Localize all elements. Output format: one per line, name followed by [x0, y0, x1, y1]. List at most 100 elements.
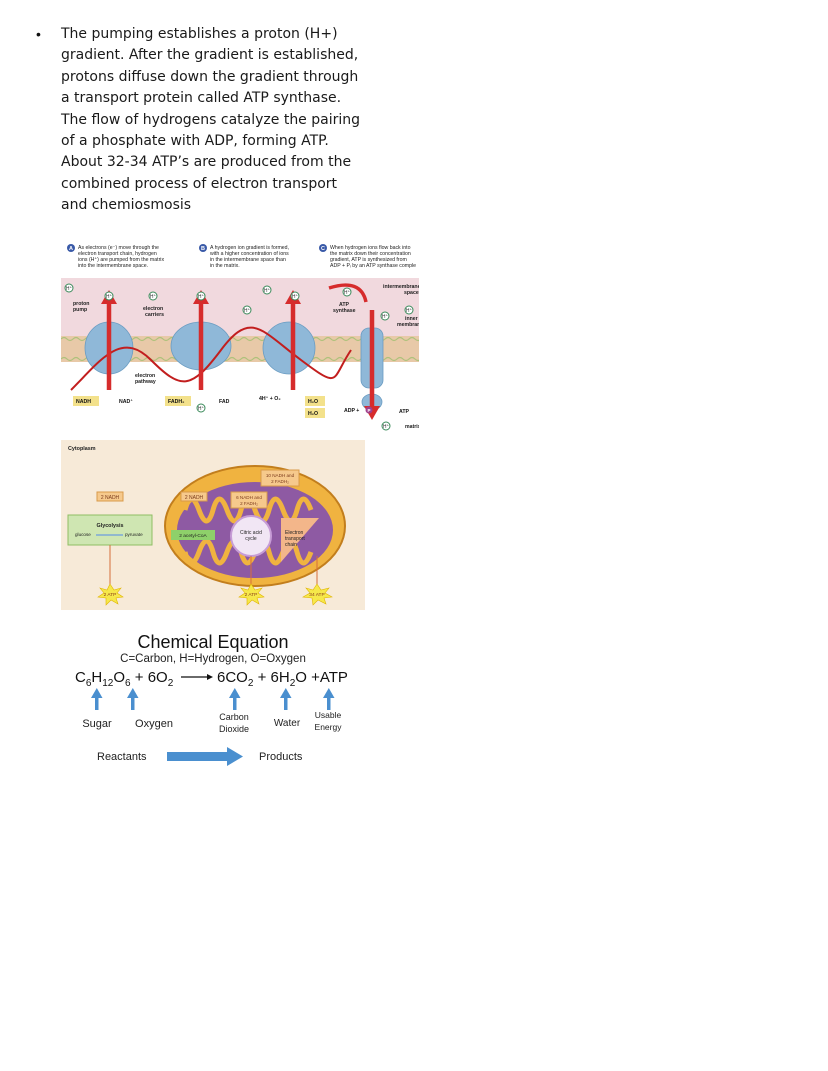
pump-arrows — [101, 283, 380, 420]
h-ion: H⁺ — [64, 283, 74, 293]
atp-right-label: 34 ATP — [309, 592, 324, 598]
nadh-left-label: 2 NADH — [101, 495, 120, 501]
electron-carriers-label-2: carriers — [145, 312, 164, 318]
equation-diagram: Chemical Equation C=Carbon, H=Hydrogen, … — [75, 632, 348, 766]
h2o-box-2 — [305, 408, 325, 418]
h-ion: H⁺ — [380, 311, 390, 321]
inner-membrane-label: inner — [405, 316, 418, 322]
step-c-badge — [319, 244, 327, 252]
atp-arrows — [109, 545, 318, 586]
h-ion: H⁺ — [104, 291, 114, 301]
oxygen-label: Oxygen — [135, 718, 173, 730]
step-c-line-2: the matrix down their concentration — [330, 251, 411, 257]
step-a-line-4: into the intermembrane space. — [78, 263, 148, 269]
fadh2-box — [165, 396, 191, 406]
paragraph-line-1: The pumping establishes a proton (H+) gr… — [61, 26, 359, 107]
step-b-line-4: in the matrix. — [210, 263, 240, 269]
up-arrow-sugar — [91, 688, 103, 710]
step-b-badge — [199, 244, 207, 252]
h2o-label-1: H₂O — [308, 399, 318, 405]
h-ion: H⁺ — [196, 403, 206, 413]
atp-label: ATP — [399, 409, 410, 415]
matrix-label: matrix — [405, 424, 419, 430]
svg-text:H⁺: H⁺ — [292, 294, 299, 300]
complex-3 — [262, 321, 316, 375]
nadh-top-label: 10 NADH and — [266, 473, 295, 478]
nad-label: NAD⁺ — [119, 399, 133, 405]
step-c-line-1: When hydrogen ions flow back into — [330, 245, 411, 251]
citric-label-2: cycle — [245, 536, 257, 542]
paragraph-line-2: The flow of hydrogens catalyze the pairi… — [61, 111, 361, 214]
nadh-left-box — [96, 491, 124, 502]
svg-text:H⁺: H⁺ — [244, 308, 251, 314]
step-b-line-1: A hydrogen ion gradient is formed, — [210, 245, 289, 251]
step-b-line-3: in the intermembrane space than — [210, 257, 286, 263]
usable-label: Usable — [315, 710, 342, 720]
svg-text:H⁺: H⁺ — [198, 294, 205, 300]
chemical-equation: Chemical Equation C=Carbon, H=Hydrogen, … — [61, 626, 381, 776]
etc-label-3: chain — [285, 542, 297, 548]
yield-arrowhead — [207, 674, 213, 680]
acetyl-coa-label: 2 acetyl-CoA — [179, 533, 207, 539]
h-ion: H⁺ — [242, 305, 252, 315]
svg-text:H⁺: H⁺ — [264, 288, 271, 294]
h-ion: H⁺ — [148, 291, 158, 301]
nadh-box — [73, 396, 99, 406]
phosphate-icon — [365, 406, 373, 414]
step-b-letter: B — [201, 246, 205, 252]
acetyl-coa-box — [171, 530, 215, 540]
step-a-badge — [67, 244, 75, 252]
step-c-letter: C — [321, 246, 325, 252]
step-b-line-2: with a higher concentration of ions — [210, 251, 289, 257]
up-arrow-water — [280, 688, 292, 710]
phosphate-letter: P — [367, 408, 370, 413]
step-a-line-3: ions (H⁺) are pumped from the matrix — [78, 257, 164, 263]
pyruvate-label: pyruvate — [125, 532, 143, 537]
svg-text:H⁺: H⁺ — [198, 406, 205, 412]
glucose-label: glucose — [75, 532, 91, 537]
atp-burst-left: 2 ATP — [97, 583, 124, 606]
etc-label: Electron — [285, 530, 304, 536]
etc-triangle — [281, 518, 319, 562]
nadh-mid-box — [180, 491, 208, 502]
body-text: The pumping establishes a proton (H+) gr… — [61, 24, 361, 217]
electron-carriers-label: electron — [143, 306, 163, 312]
proton-pump-label-2: pump — [73, 307, 87, 313]
up-arrow-energy — [323, 688, 335, 710]
fadh2-label: FADH₂ — [168, 399, 185, 405]
atp-burst-right: 34 ATP — [302, 583, 333, 606]
intermembrane-label-2: space — [404, 290, 419, 296]
svg-text:H⁺: H⁺ — [383, 424, 390, 430]
glycolysis-box — [67, 514, 153, 546]
sugar-label: Sugar — [82, 718, 112, 730]
h-ion: H⁺ — [290, 291, 300, 301]
atp-burst-mid: 2 ATP — [238, 583, 265, 606]
h2o-box-1 — [305, 396, 325, 406]
etc-diagram: A As electrons (e⁻) move through the ele… — [61, 244, 419, 432]
up-arrow-carbon — [229, 688, 241, 710]
inner-membrane-label-2: membrane — [397, 322, 419, 328]
svg-text:H⁺: H⁺ — [382, 314, 389, 320]
reactants-to-products-arrow-body — [167, 752, 227, 761]
h-ion: H⁺ — [381, 421, 391, 431]
h-ion: H⁺ — [196, 291, 206, 301]
svg-text:H⁺: H⁺ — [106, 294, 113, 300]
h-ion: H⁺ — [262, 285, 272, 295]
products-label: Products — [259, 751, 303, 763]
svg-text:H⁺: H⁺ — [150, 294, 157, 300]
nadh-top-label-2: 2 FADH₂ — [271, 479, 289, 484]
svg-text:H⁺: H⁺ — [66, 286, 73, 292]
fad-label: FAD — [219, 399, 230, 405]
adp-label: ADP + — [344, 408, 359, 414]
equation-legend: C=Carbon, H=Hydrogen, O=Oxygen — [120, 653, 306, 665]
h-ion: H⁺ — [342, 287, 352, 297]
step-a-line-1: As electrons (e⁻) move through the — [78, 245, 159, 251]
electron-pathway-label: electron — [135, 373, 155, 379]
nadh-inner-label-2: 2 FADH₂ — [240, 501, 258, 506]
energy-label: Energy — [315, 722, 343, 732]
proton-pump-label: proton — [73, 301, 89, 307]
formula-reactants: C6H12O6 + 6O2 — [75, 669, 174, 689]
electron-pathway-label-2: pathway — [135, 379, 156, 385]
svg-text:H⁺: H⁺ — [406, 308, 413, 314]
step-a-letter: A — [69, 246, 73, 252]
